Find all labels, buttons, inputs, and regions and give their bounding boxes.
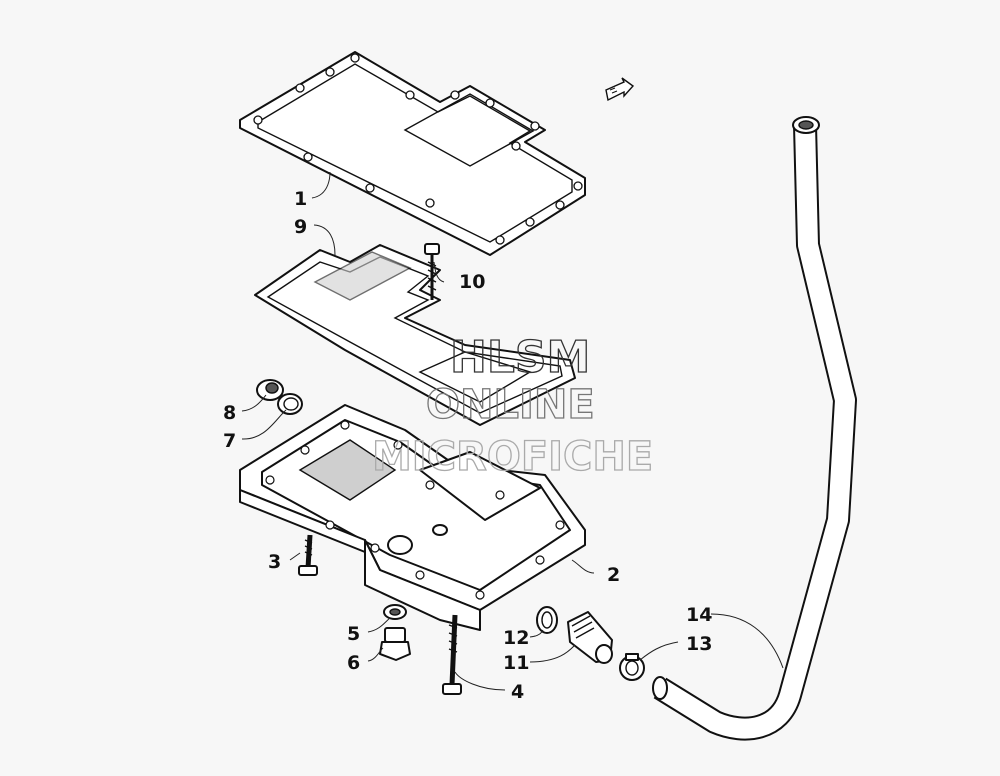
callout-10: 10 (459, 271, 485, 293)
part-1-gasket (239, 51, 586, 256)
callout-11: 11 (503, 652, 529, 674)
part-8-plug (256, 379, 284, 401)
part-7-washer (277, 393, 303, 415)
callout-6: 6 (347, 652, 360, 674)
part-9-gasket (254, 244, 576, 426)
leader-lines (241, 171, 784, 691)
part-3-bolt (298, 534, 318, 576)
part-4-bolt (442, 614, 462, 695)
callout-3: 3 (268, 551, 281, 573)
part-11-fitting (567, 611, 613, 664)
callout-7: 7 (223, 430, 236, 452)
front-direction-arrow-icon (605, 77, 635, 102)
part-10-screw (424, 243, 440, 300)
watermark: HLSM ONLINE MICROFICHE (371, 331, 654, 480)
callout-8: 8 (223, 402, 236, 424)
watermark-line-1: HLSM (450, 332, 590, 383)
part-12-o-ring (536, 606, 558, 634)
callout-13: 13 (686, 633, 712, 655)
callout-12: 12 (503, 627, 529, 649)
watermark-line-3: MICROFICHE (372, 434, 653, 480)
part-2-oil-pan (239, 404, 586, 631)
callout-14: 14 (686, 604, 712, 626)
callout-1: 1 (294, 188, 307, 210)
part-5-washer (383, 604, 407, 620)
watermark-line-2: ONLINE (426, 382, 595, 428)
callout-2: 2 (607, 564, 620, 586)
callout-4: 4 (511, 681, 524, 703)
part-14-hose (652, 116, 857, 741)
callout-5: 5 (347, 623, 360, 645)
part-13-clamp (619, 653, 645, 681)
part-6-drain-plug (379, 627, 411, 661)
callout-9: 9 (294, 216, 307, 238)
callout-labels: 1 2 3 4 5 6 7 8 9 10 11 12 13 14 (223, 188, 712, 703)
